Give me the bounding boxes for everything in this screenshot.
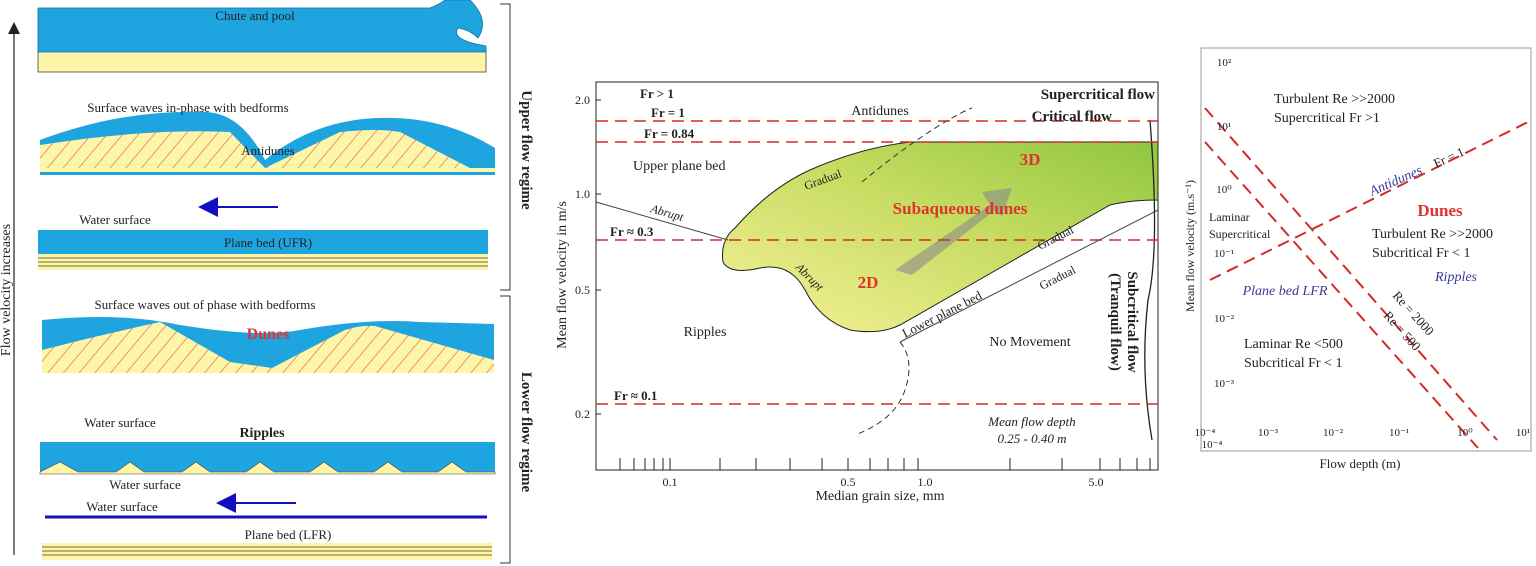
c-ytick-4: 10⁻²: [1214, 313, 1235, 325]
ripples-c-label: Ripples: [1434, 270, 1478, 285]
fr-1-label: Fr = 1: [651, 105, 685, 120]
chute-pool-diagram: Chute and pool: [37, 0, 487, 73]
plane-bed-lfr-diagram: Water surface Plane bed (LFR): [42, 493, 492, 560]
laminar-bot-label-2: Subcritical Fr < 1: [1244, 356, 1343, 371]
c-ytick-5: 10⁻³: [1214, 378, 1235, 390]
dunes-c-label: Dunes: [1417, 201, 1463, 220]
ytick-1: 1.0: [575, 187, 590, 201]
c-ytick-bottom: 10⁻⁴: [1202, 439, 1223, 451]
c-xtick-3: 10⁻¹: [1389, 427, 1409, 439]
fr-084-label: Fr = 0.84: [644, 126, 695, 141]
velocity-axis-label: Flow velocity increases: [0, 224, 14, 356]
tranquil-label: (Tranquil flow): [1107, 273, 1123, 371]
c-xtick-0: 10⁻⁴: [1195, 427, 1216, 439]
c-ytick-1: 10¹: [1217, 121, 1231, 133]
subcritical-label: Subcritical flow: [1124, 271, 1140, 372]
froude-labels: Fr > 1 Fr = 1 Fr = 0.84 Fr ≈ 0.3 Fr ≈ 0.…: [610, 86, 695, 403]
panel-c-xticks: 10⁻⁴ 10⁻³ 10⁻² 10⁻¹ 10⁰ 10¹: [1195, 427, 1530, 439]
c-xtick-2: 10⁻²: [1323, 427, 1344, 439]
water-surface-label-2: Water surface: [84, 415, 156, 430]
xtick-05: 0.5: [841, 475, 856, 489]
re-500-line: [1204, 141, 1479, 449]
water-surface-label-4: Water surface: [86, 499, 158, 514]
turbulent-top-label-1: Turbulent Re >>2000: [1274, 92, 1395, 107]
c-xtick-4: 10⁰: [1457, 427, 1473, 439]
ripple-boundary: [854, 341, 910, 436]
dunes-label: Dunes: [247, 326, 290, 343]
ytick-2: 2.0: [575, 93, 590, 107]
c-ytick-3: 10⁻¹: [1214, 248, 1234, 260]
fr-03-label: Fr ≈ 0.3: [610, 224, 654, 239]
turbulent-mid-label-2: Subcritical Fr < 1: [1372, 246, 1471, 261]
no-movement-label: No Movement: [989, 335, 1070, 350]
xtick-1: 1.0: [918, 475, 933, 489]
panel-b-yticks: 2.0 1.0 0.5 0.2: [575, 93, 590, 421]
fr-01-label: Fr ≈ 0.1: [614, 388, 657, 403]
label-2d: 2D: [858, 273, 879, 292]
plane-bed-lfr-label: Plane bed (LFR): [245, 527, 332, 542]
xtick-01: 0.1: [663, 475, 678, 489]
plane-bed-c-label: Plane bed LFR: [1242, 284, 1328, 299]
depth-label-1: Mean flow depth: [987, 414, 1075, 429]
plane-bed-ufr-diagram: Water surface Plane bed (UFR): [38, 197, 488, 270]
dune-field: [722, 141, 1159, 333]
lower-regime-label: Lower flow regime: [518, 372, 534, 493]
supercritical-label: Supercritical flow: [1041, 87, 1155, 103]
fr-1-line-c: [1209, 121, 1529, 281]
dunes-diagram: Surface waves out of phase with bedforms…: [42, 297, 494, 373]
panel-b-xlabel: Median grain size, mm: [815, 489, 944, 504]
panel-c: 10² 10¹ 10⁰ 10⁻¹ 10⁻² 10⁻³ 10⁻⁴ 10⁻⁴ 10⁻…: [1183, 47, 1532, 471]
panel-b-ytick-marks: [596, 99, 601, 415]
ripples-region-label: Ripples: [684, 325, 727, 340]
chute-pool-label: Chute and pool: [215, 8, 295, 23]
c-xtick-1: 10⁻³: [1258, 427, 1279, 439]
antidunes-label: Antidunes: [241, 143, 294, 158]
critical-label: Critical flow: [1032, 109, 1113, 125]
panel-b-xticks: 0.1 0.5 1.0 5.0: [663, 475, 1104, 489]
xtick-5: 5.0: [1089, 475, 1104, 489]
lower-regime-bracket: [500, 295, 511, 564]
subaqueous-dunes-label: Subaqueous dunes: [893, 199, 1028, 218]
upper-plane-bed-label: Upper plane bed: [633, 159, 726, 174]
water-surface-label-3: Water surface: [109, 477, 181, 492]
upper-regime-bracket: [500, 3, 511, 291]
subcritical-boundary: [1144, 119, 1156, 441]
panel-a: Flow velocity increases Chute and pool S…: [0, 0, 534, 564]
panel-b-ylabel: Mean flow velocity in m/s: [555, 201, 570, 349]
plane-bed-ufr-label: Plane bed (UFR): [224, 235, 312, 250]
panel-c-xlabel: Flow depth (m): [1320, 456, 1401, 471]
upper-regime-label: Upper flow regime: [518, 90, 534, 210]
depth-label-2: 0.25 - 0.40 m: [998, 431, 1067, 446]
in-phase-label: Surface waves in-phase with bedforms: [87, 100, 288, 115]
panel-b: 2.0 1.0 0.5 0.2: [555, 81, 1159, 504]
label-3d: 3D: [1020, 150, 1041, 169]
water-surface-label-1: Water surface: [79, 212, 151, 227]
c-ytick-2: 10⁰: [1216, 184, 1232, 196]
c-ytick-0: 10²: [1217, 57, 1232, 69]
antidunes-region-label: Antidunes: [851, 104, 909, 119]
ytick-02: 0.2: [575, 407, 590, 421]
turbulent-mid-label-1: Turbulent Re >>2000: [1372, 227, 1493, 242]
dune-trend-arrow: [895, 188, 1012, 275]
laminar-bot-label-1: Laminar Re <500: [1244, 337, 1343, 352]
ripples-diagram: Water surface Ripples Water surface: [39, 415, 496, 492]
laminar-super-label-1: Laminar: [1209, 210, 1250, 224]
c-xtick-5: 10¹: [1516, 427, 1530, 439]
antidunes-diagram: Surface waves in-phase with bedforms Ant…: [40, 100, 495, 175]
panel-b-xtick-marks: [619, 458, 1151, 470]
panel-c-yticks: 10² 10¹ 10⁰ 10⁻¹ 10⁻² 10⁻³ 10⁻⁴: [1202, 57, 1235, 451]
antidune-boundary: [861, 107, 973, 183]
laminar-super-label-2: Supercritical: [1209, 227, 1271, 241]
out-of-phase-label: Surface waves out of phase with bedforms: [95, 297, 316, 312]
turbulent-top-label-2: Supercritical Fr >1: [1274, 111, 1380, 126]
re-2000-line: [1204, 107, 1498, 441]
panel-c-ylabel: Mean flow velocity (m.s⁻¹): [1183, 180, 1197, 312]
fr-gt1-label: Fr > 1: [640, 86, 674, 101]
ripples-label: Ripples: [239, 426, 285, 441]
ytick-05: 0.5: [575, 283, 590, 297]
panel-c-frame: [1200, 47, 1532, 452]
